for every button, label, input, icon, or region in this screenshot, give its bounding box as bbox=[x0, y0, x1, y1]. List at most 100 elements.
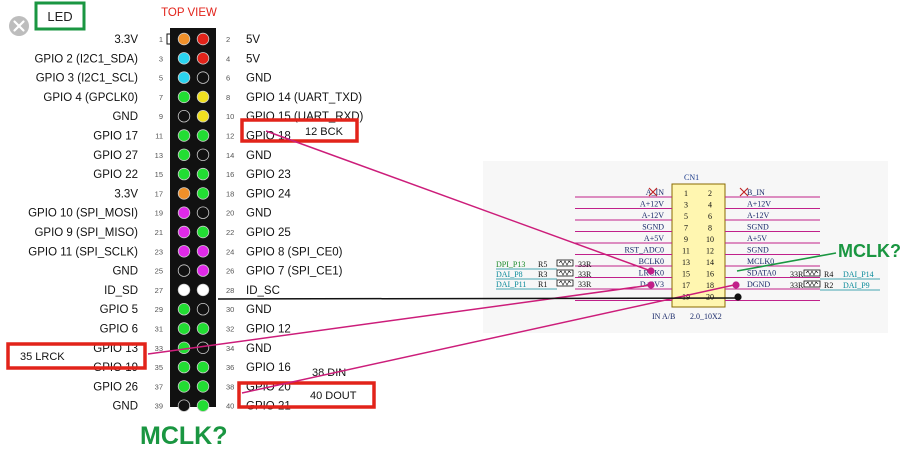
connector-ref: CN1 bbox=[684, 173, 699, 182]
pin-number-right: 30 bbox=[226, 305, 234, 314]
pin-number-left: 23 bbox=[155, 247, 163, 256]
pin-18 bbox=[196, 187, 210, 200]
wire-bck bbox=[265, 130, 652, 272]
pin-32 bbox=[196, 322, 210, 335]
resistor-value: 33R bbox=[790, 281, 804, 290]
left-net-label: BCLK0 bbox=[639, 257, 664, 266]
pin-number-left: 19 bbox=[155, 209, 163, 218]
pin-number-right: 38 bbox=[226, 382, 234, 391]
gpio21-highlight bbox=[237, 381, 376, 409]
pin-label-left: GPIO 22 bbox=[93, 169, 138, 181]
pin-7 bbox=[177, 90, 191, 104]
pin-number-right: 22 bbox=[226, 228, 234, 237]
resistor-zigzag bbox=[558, 270, 572, 276]
pin-29 bbox=[177, 303, 191, 316]
pin-24 bbox=[196, 245, 210, 258]
right-net-label: B_IN bbox=[747, 188, 765, 197]
pin-number-right: 14 bbox=[226, 151, 234, 160]
pin-number-left: 17 bbox=[155, 189, 163, 198]
right-net-label: MCLK0 bbox=[747, 257, 774, 266]
mclk-question-right: MCLK? bbox=[838, 241, 901, 261]
connector-pin-number: 8 bbox=[708, 224, 712, 233]
pin-2 bbox=[196, 32, 210, 46]
resistor-net: DAI_P11 bbox=[496, 280, 526, 289]
close-icon[interactable] bbox=[9, 16, 29, 36]
pin-22 bbox=[196, 225, 210, 239]
right-net-label: SGND bbox=[747, 223, 769, 232]
pin-number-left: 1 bbox=[159, 35, 163, 44]
right-net-label: SDATA0 bbox=[747, 269, 776, 278]
connector-pin-number: 6 bbox=[708, 212, 712, 221]
pin-4 bbox=[196, 52, 210, 65]
pin-label-right: GPIO 23 bbox=[246, 169, 291, 181]
pin-number-left: 25 bbox=[155, 267, 163, 276]
pin-17 bbox=[177, 187, 191, 200]
connection-wires bbox=[147, 130, 837, 394]
pin-number-right: 20 bbox=[226, 209, 234, 218]
pin-label-right: 5V bbox=[246, 53, 260, 65]
no-connect-mark bbox=[739, 187, 749, 197]
pin-label-left: GPIO 4 (GPCLK0) bbox=[43, 92, 138, 104]
pin-label-left: GPIO 17 bbox=[93, 131, 138, 143]
pin-label-right: GND bbox=[246, 304, 272, 316]
pin-13 bbox=[177, 148, 191, 162]
left-net-label: SGND bbox=[642, 223, 664, 232]
pin-21 bbox=[177, 225, 191, 239]
connector-pin-number: 9 bbox=[684, 235, 688, 244]
pin-number-right: 8 bbox=[226, 93, 230, 102]
pin-11 bbox=[177, 129, 191, 142]
resistor-symbol bbox=[556, 279, 574, 287]
pin-12 bbox=[196, 129, 210, 142]
pin-number-left: 9 bbox=[159, 112, 163, 121]
pin-number-right: 26 bbox=[226, 267, 234, 276]
led-label: LED bbox=[47, 9, 72, 24]
pin-38 bbox=[196, 380, 210, 393]
pin-27 bbox=[177, 283, 191, 297]
connector-pin-number: 15 bbox=[682, 270, 690, 279]
pin-number-left: 29 bbox=[155, 305, 163, 314]
pin-label-left: GPIO 27 bbox=[93, 150, 138, 162]
left-net-label: A-12V bbox=[642, 211, 664, 220]
pin-number-right: 40 bbox=[226, 402, 234, 411]
pin-label-right: GND bbox=[246, 150, 272, 162]
pin-label-left: ID_SD bbox=[104, 285, 138, 297]
pin-number-left: 35 bbox=[155, 363, 163, 372]
connector-pin-number: 14 bbox=[706, 258, 714, 267]
pin-20 bbox=[196, 206, 210, 219]
pin-label-right: 5V bbox=[246, 34, 260, 46]
pin-number-left: 31 bbox=[155, 325, 163, 334]
resistor-symbol bbox=[803, 269, 821, 277]
lrck-label: 35 LRCK bbox=[20, 351, 65, 363]
pin-6 bbox=[196, 71, 210, 84]
pin-number-right: 4 bbox=[226, 54, 230, 63]
left-net-label: A+5V bbox=[644, 234, 664, 243]
connector-footer-left: IN A/B bbox=[652, 312, 675, 321]
pin-number-right: 36 bbox=[226, 363, 234, 372]
mclk-question-bottom: MCLK? bbox=[140, 422, 227, 450]
gpio-header-body bbox=[170, 28, 216, 407]
pin-23 bbox=[177, 245, 191, 258]
pin-35 bbox=[177, 360, 191, 374]
connector-pin-number: 2 bbox=[708, 189, 712, 198]
pin-label-left: GPIO 6 bbox=[100, 324, 138, 336]
right-net-label: DGND bbox=[747, 280, 770, 289]
resistor-ref: R2 bbox=[824, 281, 833, 290]
pin-26 bbox=[196, 264, 210, 277]
pin-14 bbox=[196, 148, 210, 162]
pin-label-right: GND bbox=[246, 208, 272, 220]
pin-number-left: 7 bbox=[159, 93, 163, 102]
pin-number-left: 15 bbox=[155, 170, 163, 179]
resistor-zigzag bbox=[558, 280, 572, 286]
left-net-label: A_IN bbox=[646, 188, 664, 197]
signal-dot bbox=[732, 281, 740, 289]
connector-footer-right: 2.0_10X2 bbox=[690, 312, 722, 321]
pin-label-right: GPIO 14 (UART_TXD) bbox=[246, 92, 362, 104]
pin-label-right: GPIO 12 bbox=[246, 324, 291, 336]
left-net-label: A+12V bbox=[640, 200, 664, 209]
